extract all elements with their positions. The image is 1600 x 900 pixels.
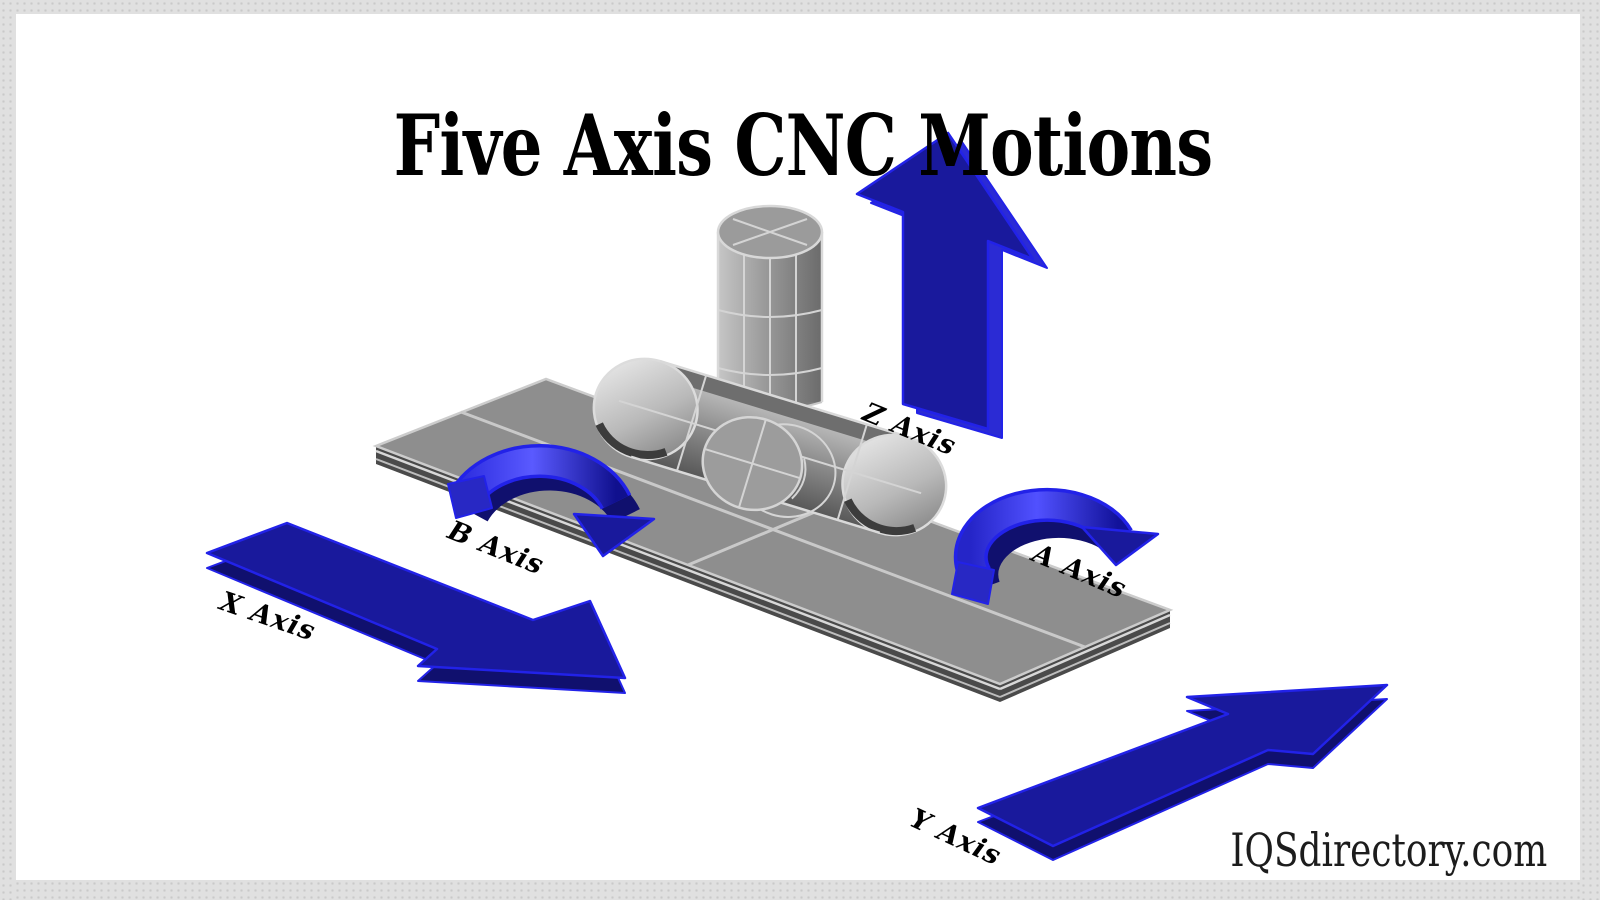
z-axis-arrow [855, 131, 1048, 439]
trunnion-cylinder [592, 357, 948, 537]
rotary-disc [701, 415, 837, 519]
frame-border-right [1580, 0, 1600, 900]
watermark-text: IQSdirectory.com [1230, 823, 1547, 877]
frame-border-left [0, 0, 16, 900]
a-axis-rotation-arrow [951, 487, 1160, 605]
diagram-title: Five Axis CNC Motions [393, 96, 1213, 196]
y-axis-arrow [976, 683, 1389, 861]
x-axis-arrow [205, 521, 627, 694]
b-axis-rotation-arrow [447, 444, 656, 558]
frame-border-top [0, 0, 1600, 14]
frame-border-bottom [0, 880, 1600, 900]
